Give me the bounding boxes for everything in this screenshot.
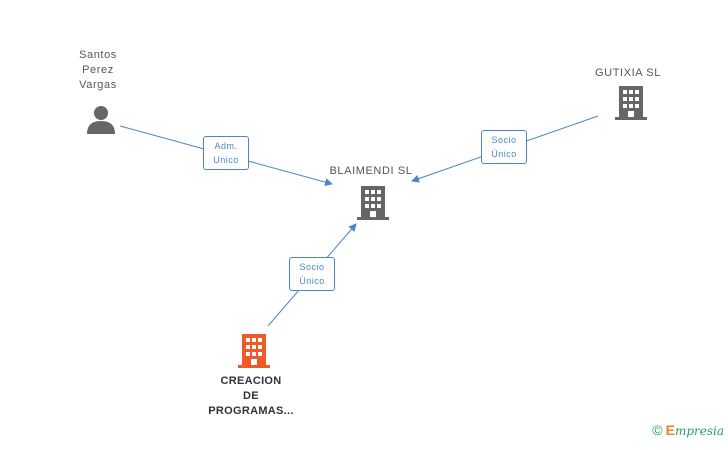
copyright-symbol: © [652,422,663,438]
creacion-name-line-3: PROGRAMAS... [208,405,294,417]
person-name-line-1: Santos [79,49,117,61]
building-icon[interactable] [238,334,270,368]
empresia-watermark[interactable]: ©Empresia [652,422,724,438]
edge-label-adm-unico: Adm. Unico [203,136,249,170]
edge-label-line-2: Único [299,276,325,286]
edge-label-line-1: Socio [299,262,325,272]
edge-label-line-1: Socio [491,135,517,145]
creacion-name-line-1: CREACION [220,375,282,387]
gutixia-company-name: GUTIXIA SL [595,67,661,79]
center-company-name: BLAIMENDI SL [329,165,413,177]
edge-label-socio-unico-gutixia: Socio Único [481,130,527,164]
person-name-line-3: Vargas [79,79,117,91]
center-company-label[interactable]: BLAIMENDI SL [318,164,424,179]
brand-logo-letter: E [665,422,675,438]
person-name-line-2: Perez [82,64,114,76]
edge-label-line-2: Unico [213,155,239,165]
brand-name: mpresia [674,424,724,438]
creacion-company-label[interactable]: CREACION DE PROGRAMAS... [196,374,306,419]
person-label[interactable]: Santos Perez Vargas [68,48,128,93]
building-icon[interactable] [357,186,389,220]
person-icon[interactable] [86,104,116,134]
edge-label-socio-unico-creacion: Socio Único [289,257,335,291]
building-icon[interactable] [615,86,647,120]
creacion-name-line-2: DE [243,390,259,402]
edge-label-line-1: Adm. [214,141,238,151]
edge-label-line-2: Único [491,149,517,159]
gutixia-company-label[interactable]: GUTIXIA SL [582,66,674,81]
